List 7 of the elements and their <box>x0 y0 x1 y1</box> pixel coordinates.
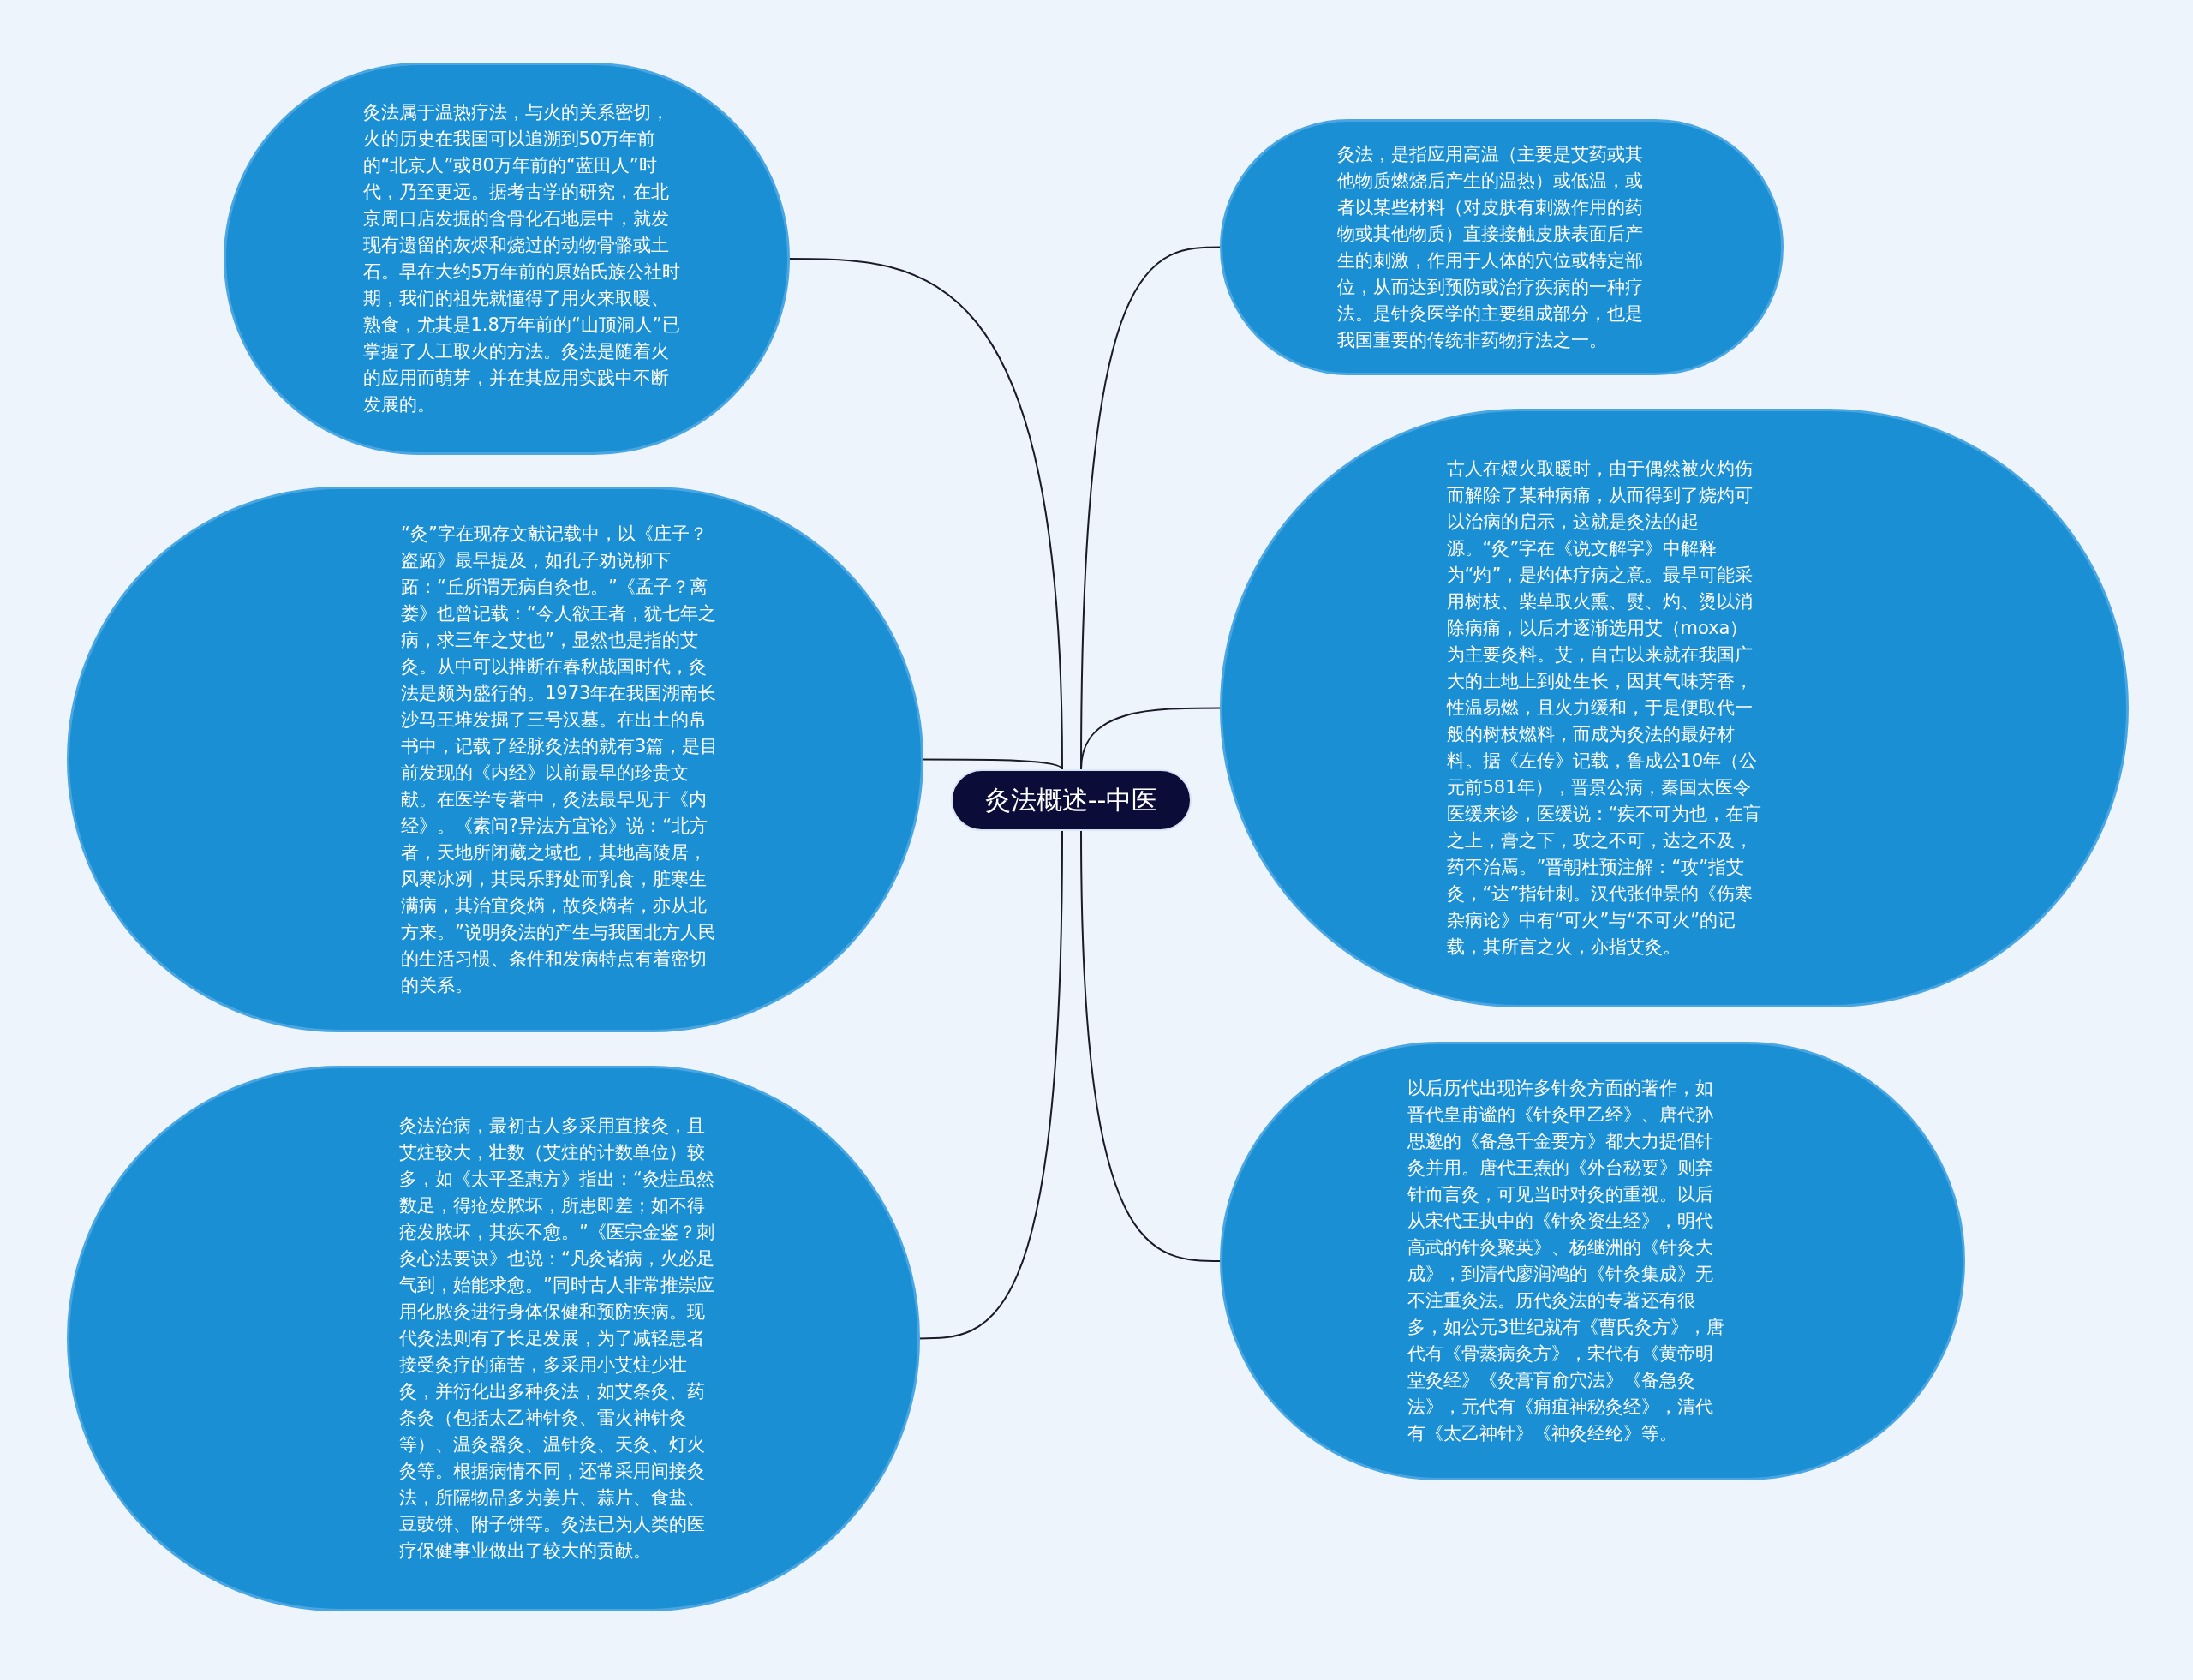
central-topic: 灸法概述--中医 <box>951 769 1192 831</box>
topic-text: 灸法治病，最初古人多采用直接灸，且艾炷较大，壮数（艾炷的计数单位）较多，如《太平圣惠方》指出：“灸炷虽然数足，得疮发脓坏，所患即差；如不得疮发脓坏，其疾不愈。”《医宗金鉴？刺灸心法要诀》也说：“凡灸诸病，火必足气到，始能求愈。”同时古人非常推崇应用化脓灸进行身体保健和预防疾病。现代灸法则有了长足发展，为了减轻患者接受灸疗的痛苦，多采用小艾炷少壮灸，并衍化出多种灸法，如艾条灸、药条灸（包括太乙神针灸、雷火神针灸等）、温灸器灸、温针灸、天灸、灯火灸等。根据病情不同，还常采用间接灸法，所隔物品多为姜片、蒜片、食盐、豆豉饼、附子饼等。灸法已为人类的医疗保健事业做出了较大的贡献。 <box>399 1115 715 1563</box>
topic-text: 灸法属于温热疗法，与火的关系密切，火的历史在我国可以追溯到50万年前的“北京人”或80万年前的“蓝田人”时代，乃至更远。据考古学的研究，在北京周口店发掘的含骨化石地层中，就发现有遗留的灰烬和烧过的动物骨骼或土石。早在大约5万年前的原始氏族公社时期，我们的祖先就懂得了用火来取暖、熟食，尤其是1.8万年前的“山顶洞人”已掌握了人工取火的方法。灸法是随着火的应用而萌芽，并在其应用实践中不断发展的。 <box>362 101 681 416</box>
topic-text: “灸”字在现存文献记载中，以《庄子？盗跖》最早提及，如孔子劝说柳下跖：“丘所谓无病自灸也。”《孟子？离娄》也曾记载：“今人欲王者，犹七年之病，求三年之艾也”，显然也是指的艾灸。从中可以推断在春秋战国时代，灸法是颇为盛行的。1973年在我国湖南长沙马王堆发掘了三号汉墓。在出土的帛书中，记载了经脉灸法的就有3篇，是目前发现的《内经》以前最早的珍贵文献。在医学专著中，灸法最早见于《内经》。《素问?异法方宜论》说：“北方者，天地所闭藏之域也，其地高陵居，风寒冰冽，其民乐野处而乳食，脏寒生满病，其治宜灸焫，故灸焫者，亦从北方来。”说明灸法的产生与我国北方人民的生活习惯、条件和发病特点有着密切的关系。 <box>401 522 720 997</box>
topic-text: 灸法，是指应用高温（主要是艾药或其他物质燃烧后产生的温热）或低温，或者以某些材料（对皮肤有刺激作用的药物或其他物质）直接接触皮肤表面后产生的刺激，作用于人体的穴位或特定部位，从而达到预防或治疗疾病的一种疗法。是针灸医学的主要组成部分，也是我国重要的传统非药物疗法之一。 <box>1337 142 1644 352</box>
topic-text: 古人在煨火取暖时，由于偶然被火灼伤而解除了某种病痛，从而得到了烧灼可以治病的启示，这就是灸法的起源。“灸”字在《说文解字》中解释为“灼”，是灼体疗病之意。最早可能采用树枝、柴草取火熏、熨、灼、烫以消除病痛，以后才逐渐选用艾（moxa）为主要灸料。艾，自古以来就在我国广大的土地上到处生长，因其气味芳香，性温易燃，且火力缓和，于是便取代一般的树枝燃料，而成为灸法的最好材料。据《左传》记载，鲁成公10年（公元前581年），晋景公病，秦国太医令医缓来诊，医缓说：“疾不可为也，在肓之上，膏之下，攻之不可，达之不及，药不治焉。”晋朝杜预注解：“攻”指艾灸，“达”指针刺。汉代张仲景的《伤寒杂病论》中有“可火”与“不可火”的记载，其所言之火，亦指艾灸。 <box>1446 457 1763 959</box>
topic-text: 以后历代出现许多针灸方面的著作，如晋代皇甫谧的《针灸甲乙经》、唐代孙思邈的《备急千金要方》都大力提倡针灸并用。唐代王焘的《外台秘要》则弃针而言灸，可见当时对灸的重视。以后从宋代王执中的《针灸资生经》，明代高武的针灸聚英》、杨继洲的《针灸大成》，到清代廖润鸿的《针灸集成》无不注重灸法。历代灸法的专著还有很多，如公元3世纪就有《曹氏灸方》，唐代有《骨蒸病灸方》，宋代有《黄帝明堂灸经》《灸膏肓俞穴法》《备急灸法》，元代有《痈疽神秘灸经》，清代有《太乙神针》《神灸经纶》等。 <box>1407 1077 1726 1445</box>
